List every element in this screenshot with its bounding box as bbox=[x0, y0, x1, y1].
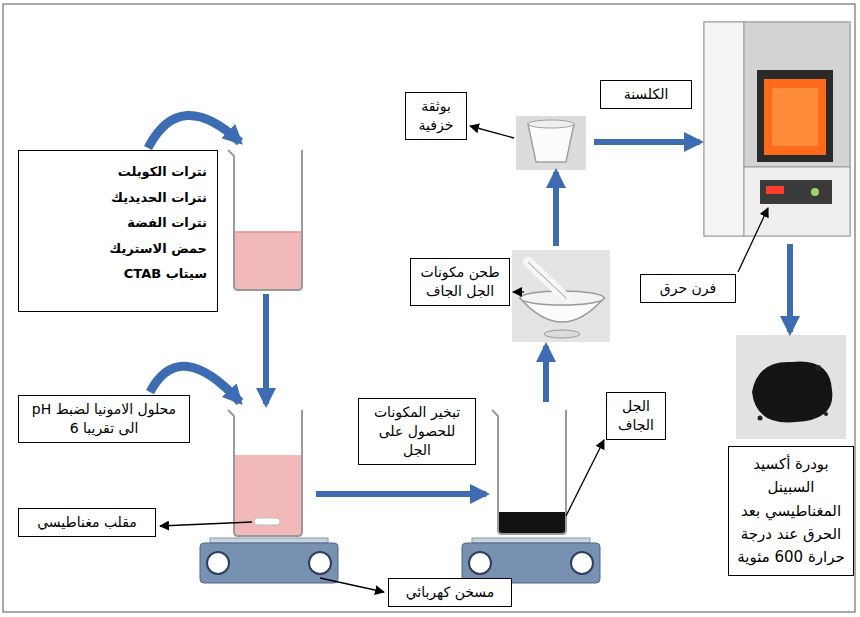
beaker-stirring bbox=[254, 518, 280, 525]
callout-box: الجل الجاف bbox=[606, 392, 666, 440]
box-text: بوثقة خزفية bbox=[411, 97, 461, 135]
beaker-stirring bbox=[234, 455, 302, 536]
box-text: الكلسنة bbox=[606, 85, 686, 104]
box-text: الجل الجاف bbox=[612, 397, 660, 435]
hotplate bbox=[309, 552, 331, 574]
hotplate bbox=[571, 552, 593, 574]
black-powder bbox=[736, 335, 846, 439]
beaker-stirring bbox=[228, 410, 302, 536]
ceramic-crucible bbox=[528, 120, 574, 128]
result-box: بودرة أكسيد السبينل المغناطيسي بعد الحرق… bbox=[728, 446, 854, 576]
ceramic-crucible bbox=[516, 116, 586, 170]
reagent-list-box: نترات الكوبلت نترات الحديديك نترات الفضة حم… bbox=[18, 150, 218, 312]
mortar-pestle bbox=[512, 250, 610, 342]
callout-box: مقلب مغناطيسي bbox=[18, 508, 156, 537]
furnace bbox=[704, 22, 850, 236]
black-powder bbox=[752, 362, 832, 423]
box-text: طحن مكونات الجل الجاف bbox=[416, 263, 504, 301]
furnace bbox=[772, 88, 818, 146]
beaker-reagents bbox=[234, 231, 302, 233]
process-arrow bbox=[316, 491, 486, 497]
mortar-pestle bbox=[528, 262, 566, 298]
furnace bbox=[704, 22, 744, 236]
box-text: فرن حرق bbox=[646, 279, 730, 298]
furnace bbox=[811, 188, 819, 196]
box-text: بودرة أكسيد السبينل المغناطيسي بعد الحرق… bbox=[734, 453, 848, 569]
step-box: تبخير المكونات للحصول على الجل bbox=[358, 398, 476, 465]
box-text: حمض الاستريك bbox=[27, 240, 207, 258]
furnace bbox=[766, 186, 784, 194]
process-arrow bbox=[543, 346, 549, 402]
box-text: سيتاب CTAB bbox=[27, 265, 207, 283]
leader-line bbox=[160, 126, 768, 592]
box-text: نترات الفضة bbox=[27, 214, 207, 232]
process-arrow bbox=[148, 115, 240, 148]
hotplate bbox=[210, 538, 328, 543]
leader-line bbox=[160, 522, 252, 526]
leader-line bbox=[513, 291, 524, 292]
furnace bbox=[764, 79, 826, 155]
process-arrow bbox=[787, 244, 793, 332]
hotplate bbox=[200, 543, 338, 583]
callout-box: مسخن كهربائي bbox=[388, 578, 512, 607]
box-text: تبخير المكونات للحصول على الجل bbox=[364, 403, 470, 460]
beaker-dry-gel bbox=[492, 410, 566, 534]
process-arrow bbox=[148, 115, 790, 494]
hotplate bbox=[200, 538, 338, 583]
beaker-reagents bbox=[234, 232, 302, 290]
beaker-stirring bbox=[228, 410, 302, 536]
beaker-dry-gel bbox=[498, 512, 566, 534]
leader-line bbox=[566, 440, 604, 516]
callout-box: طحن مكونات الجل الجاف bbox=[410, 258, 510, 306]
box-text: مسخن كهربائي bbox=[394, 583, 506, 602]
hotplate bbox=[462, 538, 600, 583]
hotplate bbox=[207, 552, 229, 574]
beaker-reagents bbox=[228, 150, 302, 290]
black-powder bbox=[736, 335, 846, 439]
hotplate bbox=[472, 538, 590, 543]
box-text: محلول الامونيا لضبط pH الى تقريبا 6 bbox=[24, 400, 184, 438]
leader-line bbox=[738, 208, 768, 272]
callout-box: فرن حرق bbox=[640, 274, 736, 303]
mortar-pestle bbox=[544, 330, 580, 338]
process-arrow bbox=[553, 172, 559, 246]
callout-box: بوثقة خزفية bbox=[405, 92, 467, 140]
leader-line bbox=[470, 126, 514, 138]
step-box: الكلسنة bbox=[600, 80, 692, 109]
box-text: نترات الحديديك bbox=[27, 189, 207, 207]
hotplate bbox=[469, 552, 491, 574]
ceramic-crucible bbox=[516, 116, 586, 170]
note-box: محلول الامونيا لضبط pH الى تقريبا 6 bbox=[18, 395, 190, 443]
mortar-pestle bbox=[528, 262, 566, 298]
furnace bbox=[744, 22, 850, 167]
black-powder bbox=[758, 416, 763, 421]
box-text: نترات الكوبلت bbox=[27, 163, 207, 181]
beaker-dry-gel bbox=[492, 410, 566, 534]
leader-line bbox=[320, 578, 384, 592]
furnace bbox=[760, 180, 832, 204]
frame bbox=[3, 4, 855, 612]
process-arrow bbox=[594, 139, 700, 145]
beaker-reagents bbox=[228, 150, 302, 290]
black-powder bbox=[824, 412, 828, 416]
process-arrow bbox=[263, 294, 269, 404]
furnace bbox=[757, 70, 833, 162]
black-powder bbox=[815, 365, 821, 371]
mortar-pestle bbox=[512, 250, 610, 342]
ceramic-crucible bbox=[528, 124, 574, 162]
hotplate bbox=[462, 543, 600, 583]
box-text: مقلب مغناطيسي bbox=[24, 513, 150, 532]
furnace bbox=[704, 22, 850, 236]
